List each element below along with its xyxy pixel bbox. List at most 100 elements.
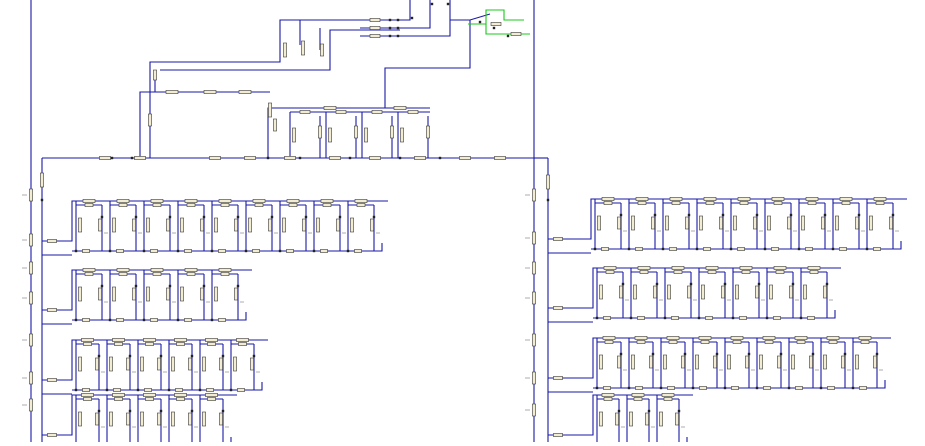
resistor-symbol — [184, 268, 198, 272]
resistor-symbol — [203, 90, 217, 94]
resistor-symbol — [370, 218, 374, 232]
resistor-symbol — [787, 216, 791, 230]
resistor-symbol — [532, 291, 536, 305]
resistor-symbol — [764, 340, 774, 344]
junction-node — [651, 352, 655, 356]
resistor-symbol — [113, 388, 121, 392]
resistor-symbol — [860, 340, 870, 344]
resistor-symbol — [109, 356, 113, 372]
junction-node — [747, 352, 751, 356]
resistor-symbol — [773, 266, 787, 270]
junction-node — [627, 386, 631, 390]
resistor-symbol — [755, 285, 759, 299]
junction-node — [595, 386, 599, 390]
resistor-symbol — [81, 393, 94, 397]
highlighted-circuit — [468, 9, 524, 25]
resistor-symbol — [152, 272, 162, 276]
junction-node — [74, 249, 78, 253]
resistor-symbol — [426, 125, 430, 139]
junction-node — [843, 352, 847, 356]
resistor-symbol — [633, 284, 637, 300]
resistor-symbol — [238, 342, 247, 346]
resistor-symbol — [81, 338, 94, 342]
resistor-symbol — [701, 284, 705, 300]
resistor-symbol — [171, 356, 175, 372]
resistor-symbol — [47, 378, 57, 382]
junction-node — [619, 213, 623, 217]
resistor-symbol — [490, 22, 502, 26]
resistor-symbol — [214, 217, 218, 233]
resistor-symbol — [671, 266, 685, 270]
resistor-symbol — [166, 218, 170, 232]
resistor-symbol — [759, 354, 763, 370]
resistor-symbol — [669, 247, 677, 251]
junction-node — [304, 215, 308, 219]
resistor-symbol — [132, 287, 136, 301]
resistor-symbol — [328, 127, 332, 143]
junction-node — [765, 316, 769, 320]
resistor-symbol — [84, 203, 94, 207]
resistor-symbol — [200, 287, 204, 301]
resistor-symbol — [762, 336, 776, 340]
resistor-symbol — [143, 393, 156, 397]
resistor-symbol — [393, 106, 407, 110]
resistor-symbol — [371, 110, 383, 114]
junction-node — [252, 354, 256, 358]
resistor-symbol — [176, 397, 185, 401]
junction-node — [168, 284, 172, 288]
resistor-symbol — [821, 216, 825, 230]
resistor-symbol — [889, 216, 893, 230]
junction-node — [763, 247, 767, 251]
junction-node — [244, 249, 248, 253]
resistor-symbol — [390, 125, 394, 139]
junction-node — [811, 352, 815, 356]
resistor-symbol — [699, 386, 707, 390]
resistor-symbol — [553, 376, 563, 380]
junction-node — [779, 352, 783, 356]
junction-node — [791, 282, 795, 286]
resistor-symbol — [663, 397, 673, 401]
resistor-symbol — [116, 318, 124, 322]
resistor-symbol — [789, 285, 793, 299]
junction-node — [619, 352, 623, 356]
junction-node — [236, 215, 240, 219]
resistor-symbol — [354, 249, 362, 253]
resistor-symbol — [150, 318, 158, 322]
junction-node — [372, 215, 376, 219]
resistor-symbol — [603, 316, 611, 320]
resistor-symbol — [322, 203, 332, 207]
resistor-symbol — [803, 284, 807, 300]
resistor-symbol — [807, 201, 817, 205]
resistor-symbol — [188, 412, 192, 426]
resistor-symbol — [737, 247, 745, 251]
resistor-symbol — [350, 217, 354, 233]
resistor-symbol — [186, 203, 196, 207]
resistor-symbol — [29, 371, 33, 385]
resistor-symbol — [841, 355, 845, 369]
resistor-symbol — [775, 270, 785, 274]
right-feeder-3-bottom-bus — [593, 380, 886, 389]
resistor-symbol — [83, 342, 92, 346]
resistor-symbol — [700, 340, 710, 344]
resistor-symbol — [645, 412, 649, 426]
resistor-symbol — [805, 197, 819, 201]
resistor-symbol — [855, 216, 859, 230]
resistor-symbol — [721, 285, 725, 299]
resistor-symbol — [29, 233, 33, 247]
resistor-symbol — [126, 412, 130, 426]
junction-node — [627, 247, 631, 251]
junction-node — [298, 156, 302, 160]
junction-node — [478, 20, 482, 24]
resistor-symbol — [252, 199, 266, 203]
resistor-symbol — [336, 218, 340, 232]
resistor-symbol — [186, 272, 196, 276]
junction-node — [506, 34, 510, 38]
resistor-symbol — [532, 403, 536, 417]
resistor-symbol — [667, 284, 671, 300]
resistor-symbol — [855, 354, 859, 370]
resistor-symbol — [369, 18, 381, 22]
resistor-symbol — [601, 247, 609, 251]
resistor-symbol — [153, 69, 157, 81]
resistor-symbol — [727, 354, 731, 370]
junction-node — [721, 213, 725, 217]
